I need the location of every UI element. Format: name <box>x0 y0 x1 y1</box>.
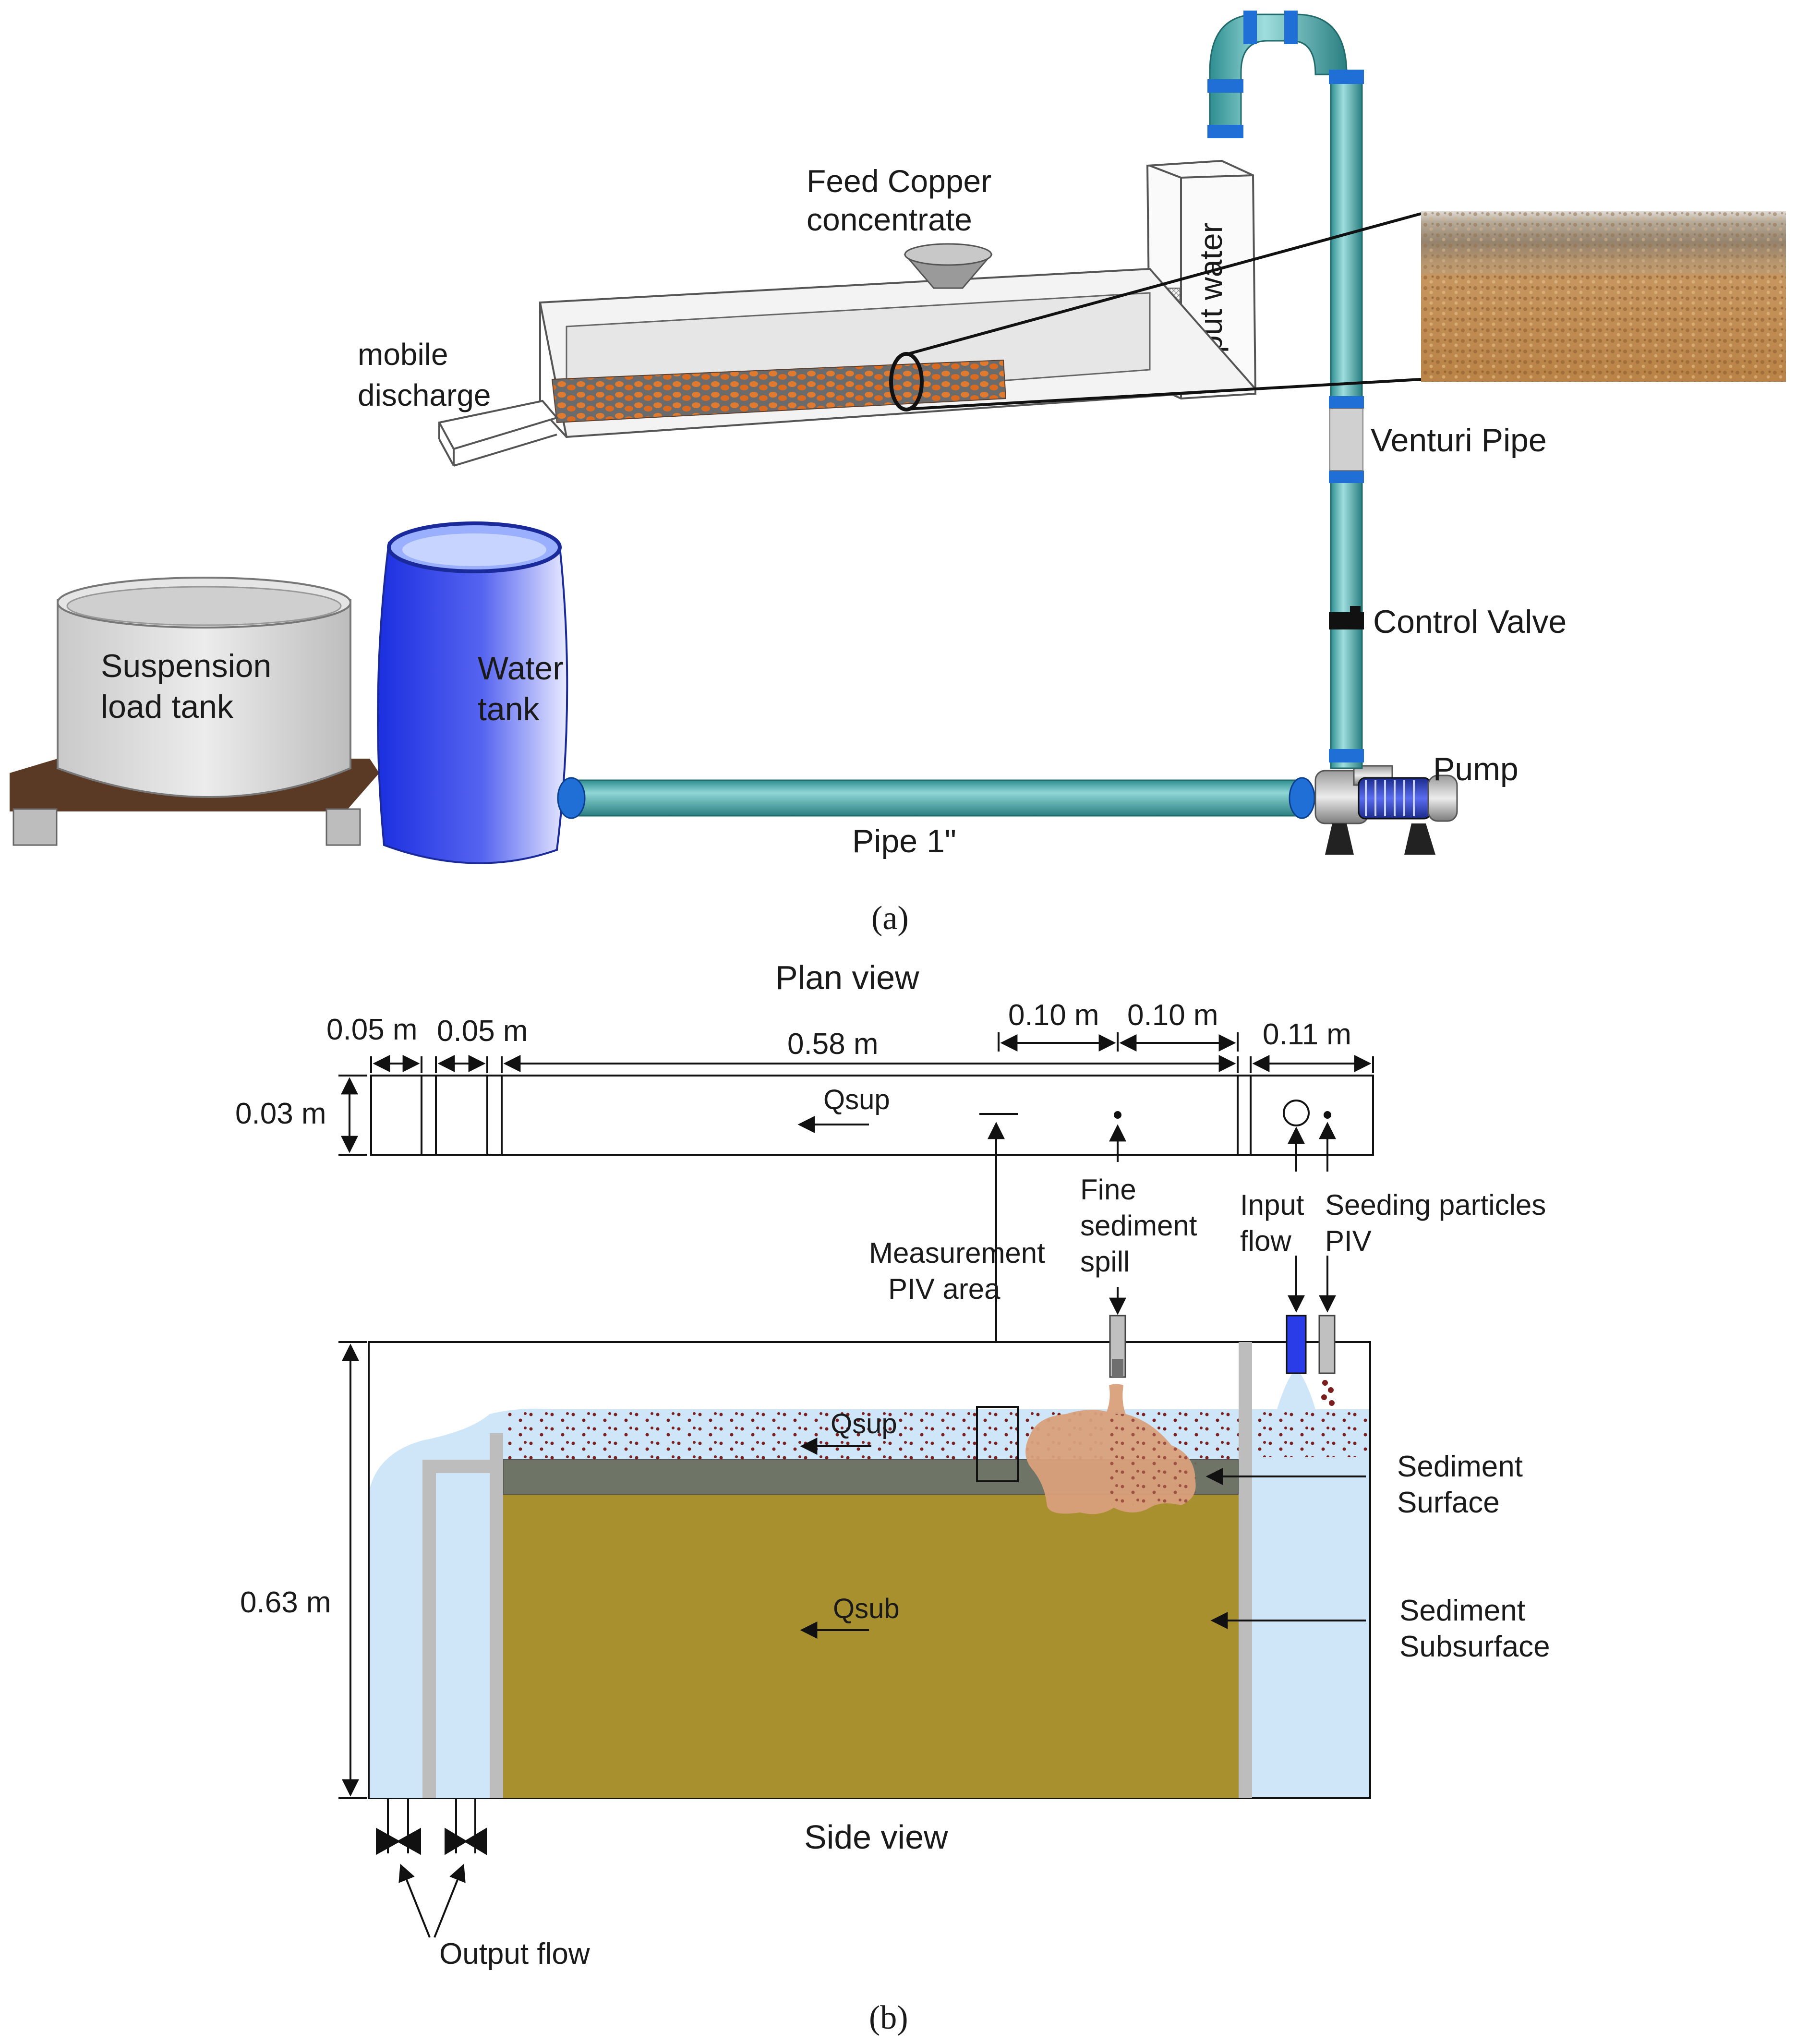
dim-0-63: 0.63 m <box>240 1586 331 1619</box>
pipe-1-inch: Pipe 1" <box>557 777 1315 859</box>
qsup-plan-label: Qsup <box>823 1084 890 1115</box>
water-tank-label-line2: tank <box>478 691 540 727</box>
fine-sediment-label-line2: sediment <box>1080 1209 1197 1242</box>
caption-b: (b) <box>869 1999 908 2036</box>
plan-dimensions <box>338 1032 1374 1156</box>
dim-0-58: 0.58 m <box>787 1028 879 1061</box>
measurement-label-line1: Measurement <box>869 1237 1045 1269</box>
plan-view-title: Plan view <box>775 959 919 996</box>
seeding-label-line2: PIV <box>1325 1225 1372 1257</box>
bed-photo-inset <box>1421 211 1786 382</box>
venturi-label: Venturi Pipe <box>1371 422 1547 459</box>
dim-0-10-a: 0.10 m <box>1008 999 1099 1032</box>
dim-0-03: 0.03 m <box>235 1097 326 1130</box>
fine-sediment-label-line1: Fine <box>1080 1173 1136 1206</box>
mobile-discharge-line1: mobile <box>358 337 448 372</box>
caption-a: (a) <box>871 900 909 937</box>
output-valves <box>376 1798 487 1938</box>
plan-flume-outline <box>370 1075 1374 1156</box>
seeding-label-line1: Seeding particles <box>1325 1189 1546 1221</box>
mobile-discharge-line2: discharge <box>358 378 491 412</box>
water-tank-label-line1: Water <box>478 650 564 687</box>
measurement-label-line2: PIV area <box>888 1273 1000 1305</box>
riser-pipe: Venturi Pipe Control Valve <box>1207 11 1567 769</box>
dim-0-10-b: 0.10 m <box>1127 999 1218 1032</box>
flume: mobile discharge <box>358 212 1422 467</box>
sediment-subsurface-label-line1: Sediment <box>1399 1594 1525 1627</box>
panel-b-side: Qsup Qsub Sediment Surface Sediment Subs… <box>240 1315 1550 2036</box>
side-view-title: Side view <box>804 1818 948 1856</box>
feed-hopper: Feed Copper concentrate <box>807 163 993 289</box>
dim-0-05-b: 0.05 m <box>437 1015 528 1048</box>
sediment-subsurface <box>503 1493 1239 1798</box>
panel-a: Suspension load tank Water tank Pipe 1" <box>10 11 1786 937</box>
pump-label: Pump <box>1433 751 1519 787</box>
fine-sediment-label-line3: spill <box>1080 1246 1130 1278</box>
dim-0-05-a: 0.05 m <box>326 1013 418 1046</box>
dim-0-11: 0.11 m <box>1263 1018 1351 1051</box>
qsup-side-label: Qsup <box>831 1408 897 1439</box>
feed-label-line2: concentrate <box>807 202 972 237</box>
pump: Pump <box>1314 751 1519 855</box>
sediment-surface-label-line1: Sediment <box>1397 1450 1523 1483</box>
pipe-label: Pipe 1" <box>852 823 956 859</box>
qsub-side-label: Qsub <box>833 1593 900 1624</box>
panel-b-plan: Plan view <box>235 959 1546 1409</box>
sediment-surface-label-line2: Surface <box>1397 1486 1500 1519</box>
control-valve-label: Control Valve <box>1373 604 1567 640</box>
feed-label-line1: Feed Copper <box>807 163 991 199</box>
piv-measurement-box <box>976 1406 1019 1482</box>
sediment-subsurface-label-line2: Subsurface <box>1399 1630 1550 1663</box>
input-flow-label-line1: Input <box>1240 1189 1304 1221</box>
suspension-label-line2: load tank <box>101 689 234 725</box>
output-flow-label: Output flow <box>439 1937 590 1971</box>
suspension-label-line1: Suspension <box>101 648 271 684</box>
suspension-load-tank: Suspension load tank <box>10 577 379 846</box>
water-tank: Water tank <box>377 521 568 864</box>
input-flow-label-line2: flow <box>1240 1225 1291 1257</box>
